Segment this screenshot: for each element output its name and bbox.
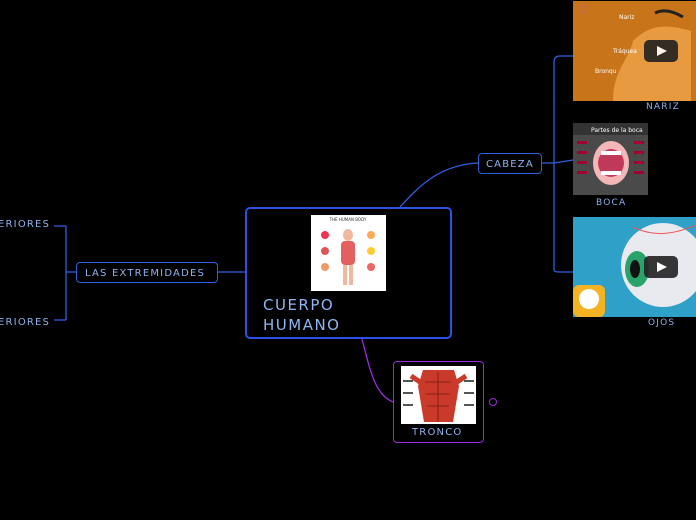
human-body-illustration-icon: THE HUMAN BODY	[321, 217, 375, 285]
child-label-boca[interactable]: BOCA	[596, 198, 627, 208]
branch-node-extremidades[interactable]: LAS EXTREMIDADES	[76, 262, 218, 283]
torso-muscles-icon	[403, 370, 474, 422]
svg-text:Partes de la boca: Partes de la boca	[591, 127, 643, 134]
svg-text:Nariz: Nariz	[619, 14, 634, 21]
branch-label-extremidades: LAS EXTREMIDADES	[85, 268, 206, 279]
title-line-1: CUERPO	[263, 296, 335, 314]
child-label-nariz[interactable]: NARIZ	[646, 102, 680, 112]
svg-text:Bronqu: Bronqu	[595, 68, 617, 75]
image-caption: THE HUMAN BODY	[329, 217, 367, 222]
mouth-diagram-icon: Partes de la boca	[573, 123, 648, 185]
svg-text:Tráquea: Tráquea	[612, 48, 637, 55]
torso-muscles-image[interactable]	[401, 366, 476, 424]
child-label-inferiores[interactable]: ERIORES	[0, 317, 51, 328]
branch-label-tronco: TRONCO	[412, 427, 463, 438]
play-icon[interactable]	[644, 40, 678, 62]
child-label-ojos[interactable]: OJOS	[648, 318, 676, 328]
child-label-superiores[interactable]: ERIORES	[0, 219, 51, 230]
branch-node-cabeza[interactable]: CABEZA	[478, 153, 542, 174]
boca-image[interactable]: Partes de la boca	[573, 123, 648, 195]
title-line-2: HUMANO	[263, 316, 341, 334]
branch-label-cabeza: CABEZA	[486, 159, 534, 170]
human-body-image[interactable]: THE HUMAN BODY	[311, 215, 386, 291]
ojos-video-thumbnail[interactable]	[573, 217, 696, 317]
nariz-video-thumbnail[interactable]: Nariz Tráquea Bronqu	[573, 1, 696, 101]
central-topic-title: CUERPO HUMANO	[263, 295, 341, 335]
play-icon[interactable]	[644, 256, 678, 278]
